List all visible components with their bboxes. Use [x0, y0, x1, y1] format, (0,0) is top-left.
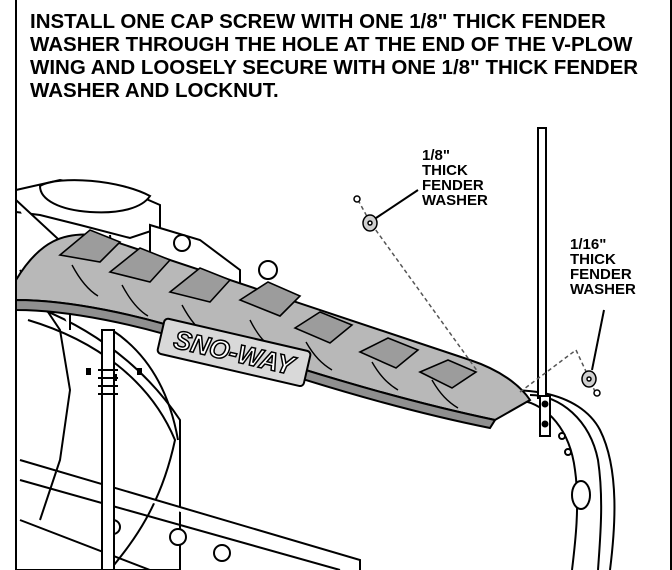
- washer-18: [362, 214, 378, 232]
- leader-washer-18: [375, 189, 419, 219]
- end-plate-hole: [571, 480, 591, 510]
- spring-stem: [98, 329, 118, 570]
- callout-line: 1/16": [570, 236, 607, 253]
- callout-line: 1/8": [422, 147, 450, 164]
- callout-line: FENDER: [422, 177, 484, 194]
- marker-rod: [537, 127, 551, 437]
- cap-screw: [353, 195, 361, 203]
- callout-line: WASHER: [422, 192, 488, 209]
- callout-washer-18: 1/8" THICK FENDER WASHER: [422, 148, 488, 208]
- bolt-hole: [213, 544, 231, 562]
- instruction-text: INSTALL ONE CAP SCREW WITH ONE 1/8" THIC…: [30, 10, 639, 102]
- callout-line: FENDER: [570, 266, 632, 283]
- leader-washer-116: [591, 309, 605, 371]
- deflector-cover: [15, 229, 532, 430]
- cover-ribs: [58, 229, 478, 389]
- callout-line: WASHER: [570, 281, 636, 298]
- locknut: [593, 389, 601, 397]
- callout-washer-116: 1/16" THICK FENDER WASHER: [570, 237, 636, 297]
- bolt-hole: [169, 528, 187, 546]
- callout-line: THICK: [570, 251, 616, 268]
- callout-line: THICK: [422, 162, 468, 179]
- washer-116: [581, 370, 597, 388]
